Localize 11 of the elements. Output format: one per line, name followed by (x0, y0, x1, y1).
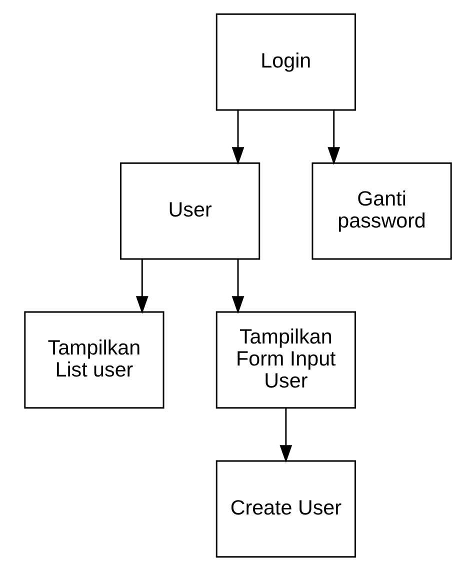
node-box: User (120, 162, 260, 260)
node-box: Login (216, 13, 356, 111)
arrow (280, 408, 292, 463)
node-box: Create User (216, 460, 356, 558)
arrow (232, 110, 244, 165)
arrow (328, 110, 340, 165)
node-box: Ganti password (312, 162, 452, 260)
arrow (232, 258, 244, 314)
arrow (136, 258, 148, 314)
node-box: Tampilkan Form Input User (216, 311, 356, 409)
node-box: Tampilkan List user (24, 311, 164, 409)
